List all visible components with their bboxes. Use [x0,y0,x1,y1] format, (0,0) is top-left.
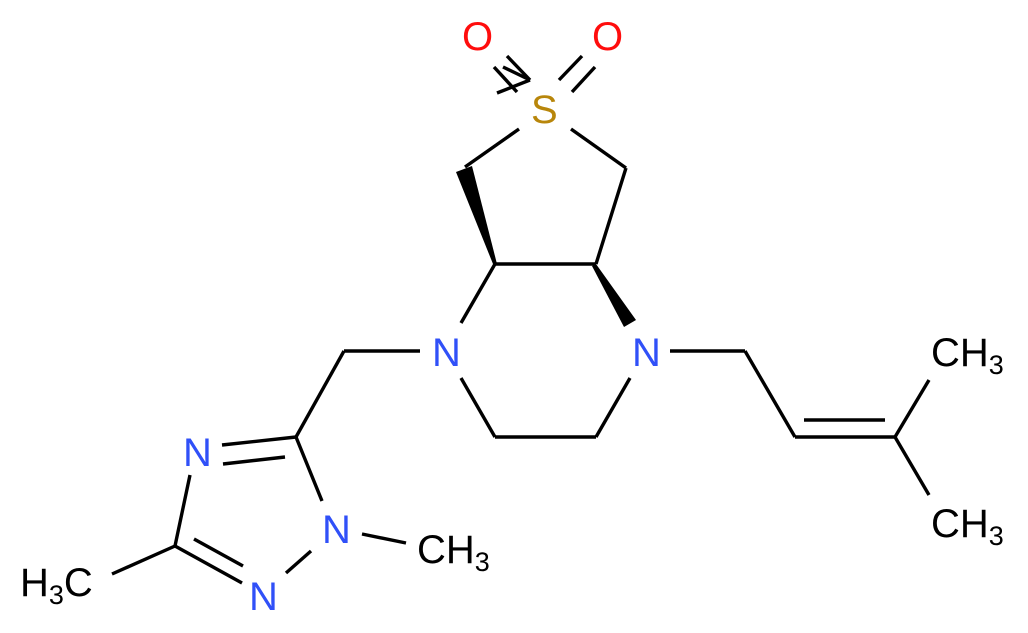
methyl-label-left: H3C [20,561,93,610]
piperazine-ring-bonds [459,263,632,439]
triazole-ring-bonds [111,435,407,585]
nitrogen-atom-left: N [432,331,461,375]
thiolane-ring-bonds [456,127,636,327]
nitrogen-atom-right: N [632,331,661,375]
oxygen-atom-left: O [462,15,493,59]
prenyl-chain-bonds [670,349,931,496]
methyl-label-n-methyl: CH3 [417,528,490,577]
triazole-nitrogen-2: N [249,575,278,619]
wedge-bond-left [456,166,497,264]
sulfone-double-bonds [492,54,597,95]
methyl-label-bottom-right: CH3 [931,502,1004,551]
methylene-linker-bonds [294,349,420,438]
triazole-nitrogen-1: N [322,508,351,552]
oxygen-atom-right: O [592,15,623,59]
triazole-nitrogen-4: N [183,431,212,475]
sulfur-atom: S [531,88,558,132]
wedge-bond-right [592,264,636,327]
methyl-label-top-right: CH3 [931,331,1004,380]
